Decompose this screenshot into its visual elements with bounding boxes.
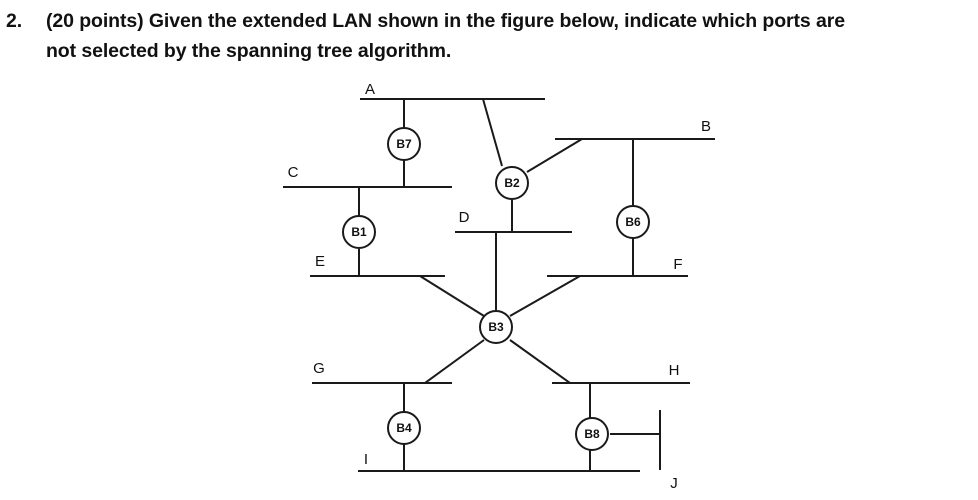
lan-b-label: B [701,118,711,135]
question-line-2: not selected by the spanning tree algori… [46,40,452,62]
bridge-b2: B2 [495,166,529,200]
question-number: 2. [6,10,23,32]
question-text: 2. (20 points) Given the extended LAN sho… [6,6,974,66]
link-b2-b [526,138,583,173]
link-b3-h [509,339,571,384]
bridge-b1-label: B1 [351,225,367,239]
lan-c-label: C [288,164,299,181]
bridge-b3-label: B3 [488,320,504,334]
bridge-b7-label: B7 [396,137,412,151]
lan-a-label: A [365,81,375,98]
bridge-b7: B7 [387,127,421,161]
question-points: (20 points) [46,10,144,32]
bridge-b1: B1 [342,215,376,249]
question-line-1: Given the extended LAN shown in the figu… [148,10,845,32]
lan-h-label: H [669,362,680,379]
lan-j-label: J [670,475,678,492]
lan-g-label: G [313,360,325,377]
link-b3-g [424,339,485,384]
bridge-b4-label: B4 [396,421,412,435]
lan-i-label: I [364,451,368,468]
bridge-b4: B4 [387,411,421,445]
bridge-b6-label: B6 [625,215,641,229]
link-b3-f [509,275,581,317]
bridge-b3: B3 [479,310,513,344]
lan-e-label: E [315,253,325,270]
link-b2-a [482,98,503,167]
link-b3-e [419,275,485,317]
lan-d-label: D [459,209,470,226]
bridge-b2-label: B2 [504,176,520,190]
bridge-b6: B6 [616,205,650,239]
bridge-b8-label: B8 [584,427,600,441]
bridge-b8: B8 [575,417,609,451]
lan-f-label: F [673,256,682,273]
